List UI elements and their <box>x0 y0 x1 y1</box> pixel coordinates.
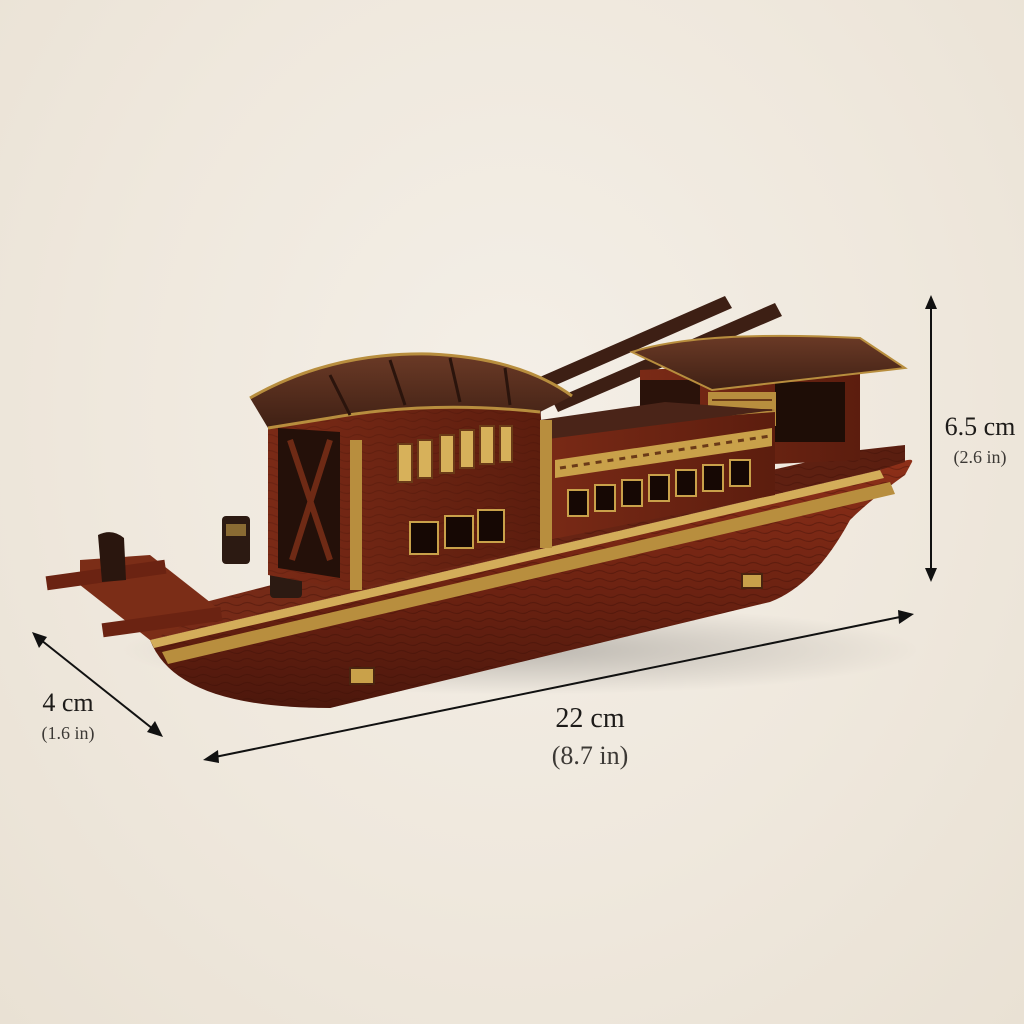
width-arrow <box>32 632 163 737</box>
height-arrow <box>925 295 937 582</box>
height-metric: 6.5 cm <box>944 412 1016 441</box>
length-imperial: (8.7 in) <box>551 741 629 770</box>
middle-cabin <box>540 402 775 540</box>
length-arrow <box>203 610 914 763</box>
width-imperial: (1.6 in) <box>41 723 95 743</box>
width-metric: 4 cm <box>42 688 94 717</box>
front-roof <box>250 353 572 428</box>
hull-gold-trim <box>162 482 895 664</box>
mooring-post <box>222 516 250 564</box>
width-dimension-label: 4 cm (1.6 in) <box>18 688 118 743</box>
length-metric: 22 cm <box>555 703 625 734</box>
rear-roof <box>632 335 905 390</box>
front-cabin <box>249 352 573 590</box>
height-imperial: (2.6 in) <box>953 447 1007 467</box>
length-dimension-label: 22 cm (8.7 in) <box>520 705 660 769</box>
height-dimension-label: 6.5 cm (2.6 in) <box>930 412 1024 467</box>
wooden-boat-model <box>45 296 913 708</box>
